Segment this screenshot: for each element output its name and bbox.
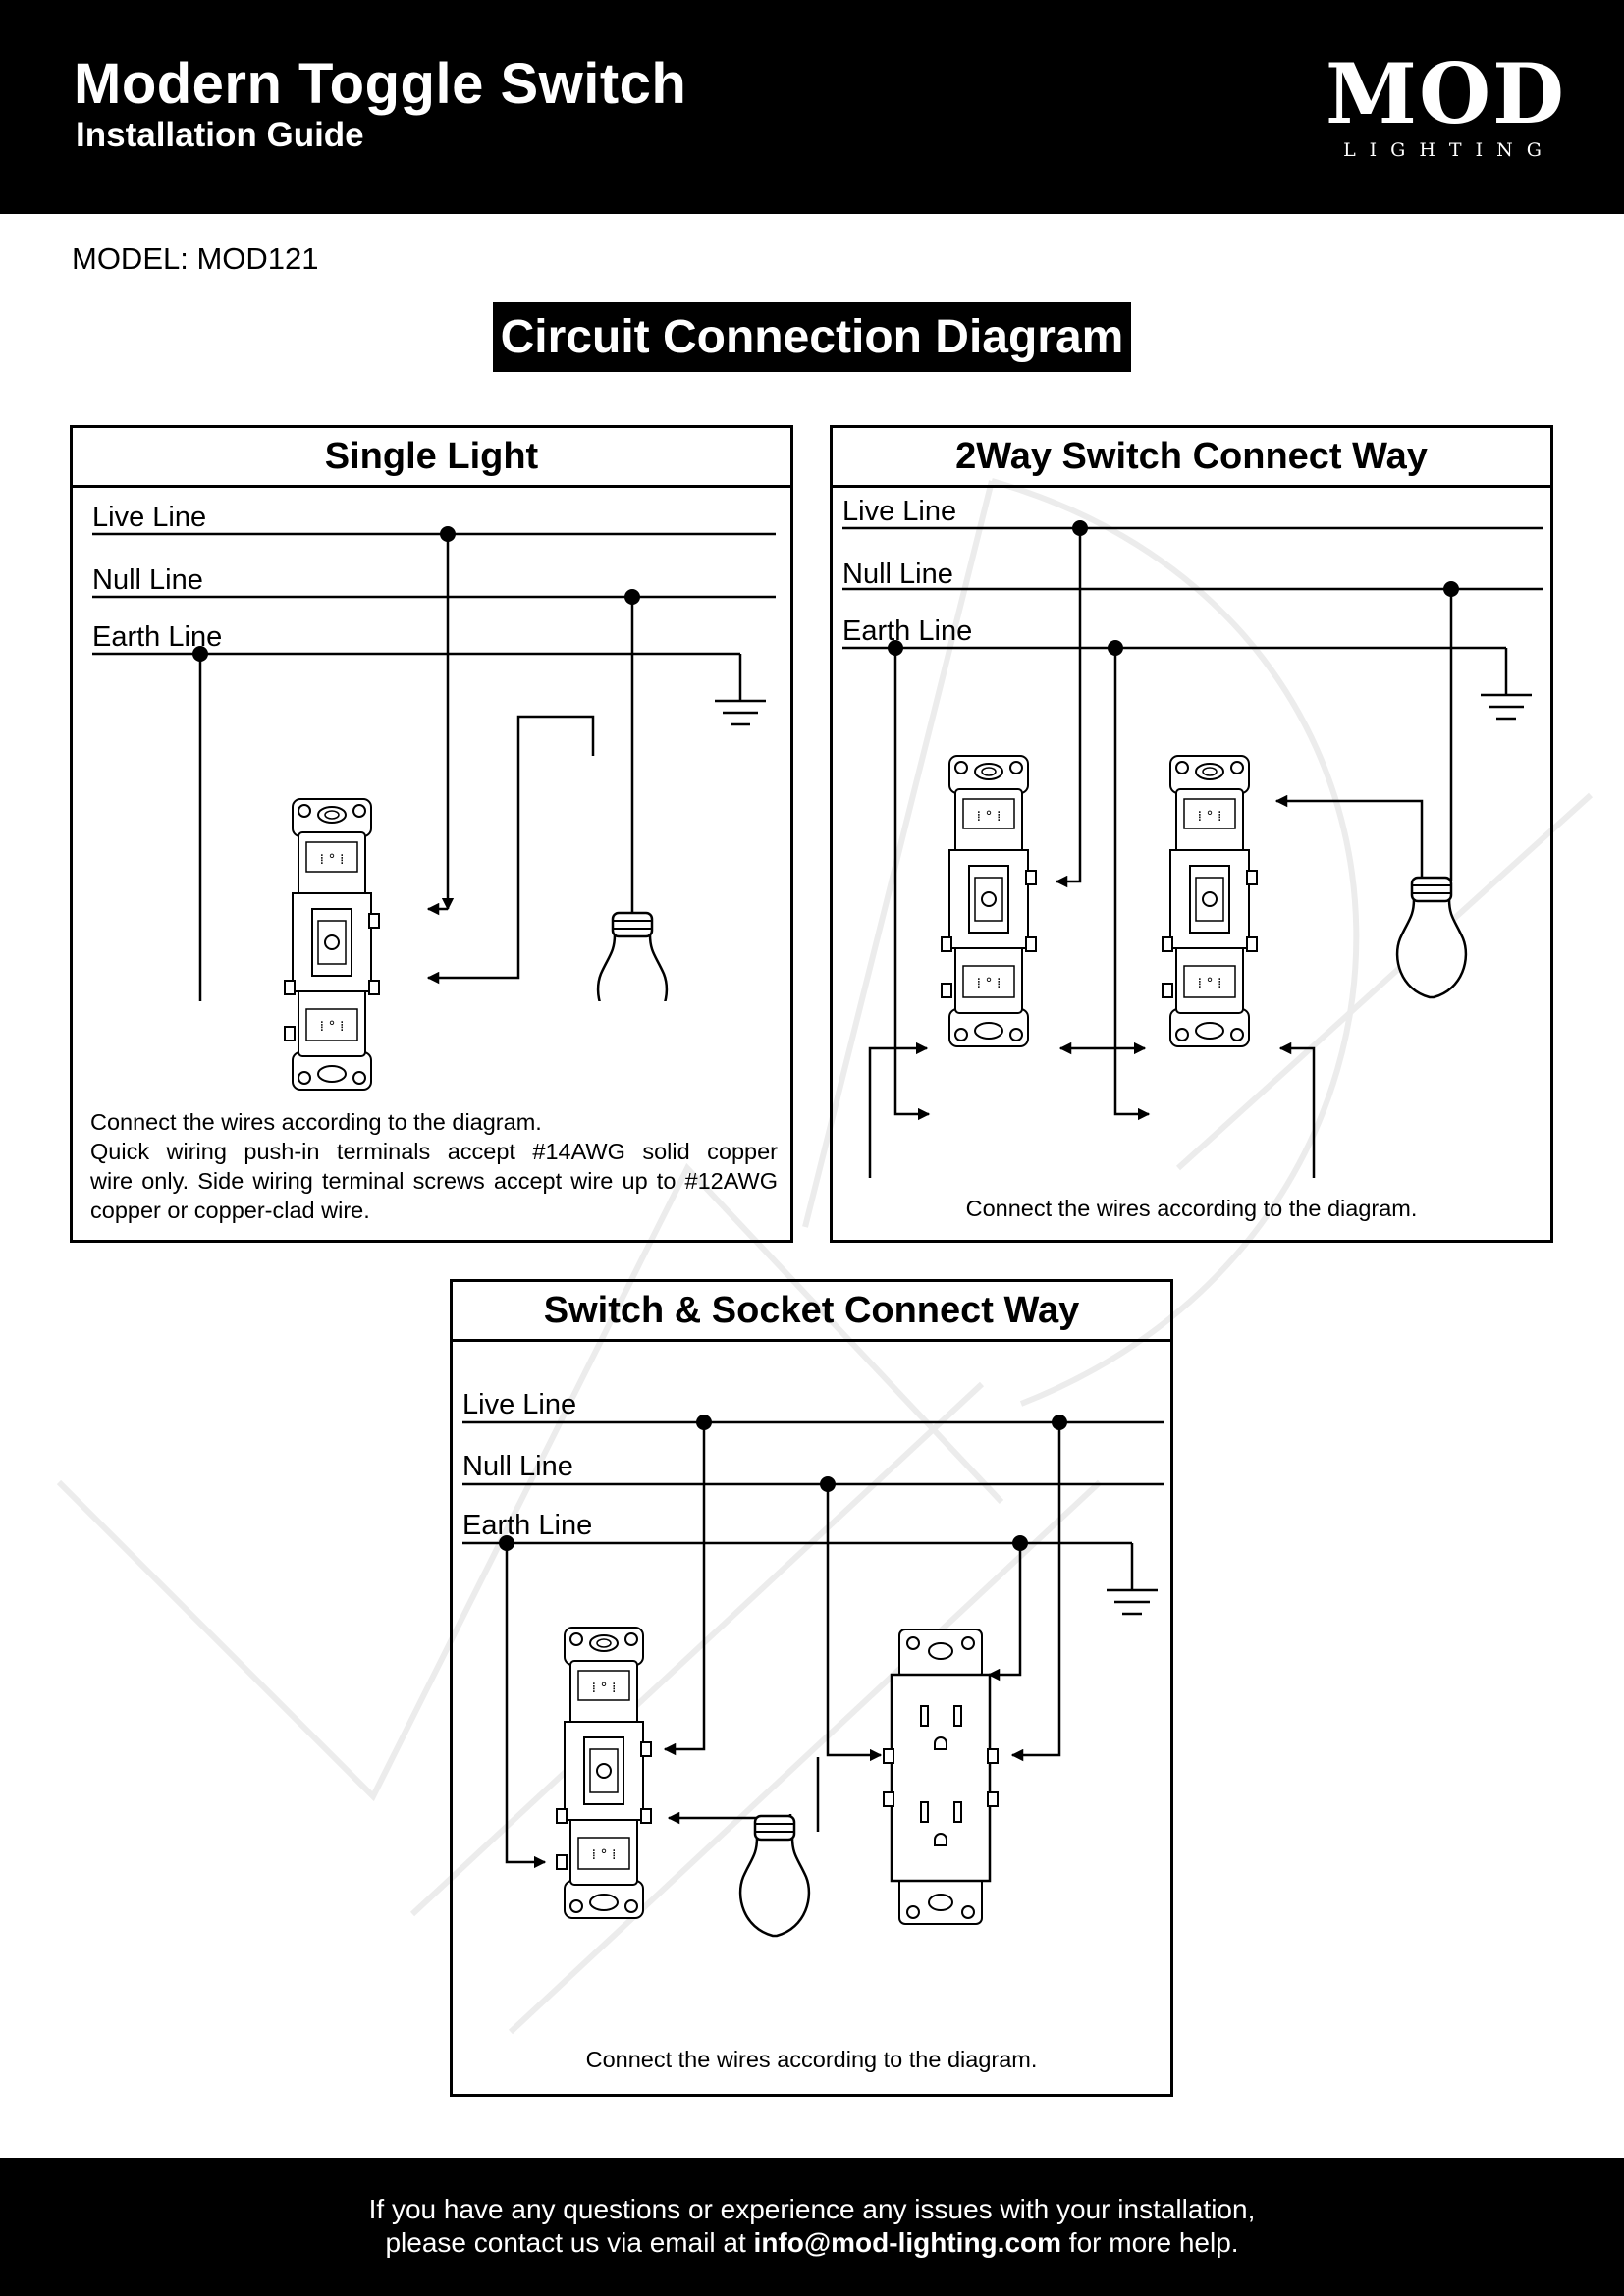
toggle-switch-icon-1 — [941, 755, 1037, 1047]
live-line-label: Live Line — [842, 496, 956, 527]
model-number: MODEL: MOD121 — [72, 241, 319, 276]
toggle-switch-icon — [284, 798, 380, 1091]
earth-line-label: Earth Line — [462, 1510, 592, 1541]
header-subtitle: Installation Guide — [76, 116, 364, 154]
ground-symbol — [1105, 1541, 1160, 1616]
light-bulb-icon — [738, 1814, 811, 1938]
caption-line-4: copper or copper-clad wire. — [90, 1198, 370, 1223]
caption-line-2: Quick wiring push-in terminals accept #1… — [90, 1139, 778, 1164]
switch-socket-caption: Connect the wires according to the diagr… — [585, 2047, 1038, 2072]
ground-symbol — [1479, 646, 1534, 721]
ground-symbol — [713, 652, 768, 726]
footer-text-post: for more help. — [1061, 2227, 1239, 2258]
panel-title-single-light: Single Light — [73, 428, 790, 488]
toggle-switch-icon-2 — [1162, 755, 1258, 1047]
light-bulb-icon — [1395, 876, 1468, 999]
two-way-caption: Connect the wires according to the diagr… — [965, 1196, 1418, 1221]
panel-switch-socket: Switch & Socket Connect Way Live Line Nu… — [450, 1279, 1173, 2097]
caption-line-1: Connect the wires according to the diagr… — [90, 1109, 542, 1135]
null-line-label: Null Line — [842, 559, 953, 590]
logo-sub-text: LIGHTING — [1343, 139, 1555, 161]
null-line-label: Null Line — [462, 1451, 573, 1482]
earth-line-label: Earth Line — [842, 615, 972, 647]
wall-socket-icon — [882, 1628, 1000, 1926]
panel-title-switch-socket: Switch & Socket Connect Way — [453, 1282, 1170, 1342]
live-line-label: Live Line — [92, 502, 206, 533]
support-email-link[interactable]: info@mod-lighting.com — [753, 2227, 1062, 2258]
single-light-caption: Connect the wires according to the diagr… — [90, 1107, 778, 1225]
panel-two-way-switch: 2Way Switch Connect Way Live Line Null L… — [830, 425, 1553, 1243]
single-light-bulb-wires — [436, 899, 632, 1135]
footer-line-2: please contact us via email at info@mod-… — [0, 2226, 1624, 2260]
single-light-wiring-diagram: Live Line Null Line Earth Line — [92, 502, 776, 1001]
switch-socket-wiring-diagram: Live Line Null Line Earth Line — [462, 1389, 1164, 1869]
panel-single-light: Single Light Live Line Null Line Earth L… — [70, 425, 793, 1243]
page-footer: If you have any questions or experience … — [0, 2158, 1624, 2296]
caption-line-3: wire only. Side wiring terminal screws a… — [90, 1168, 778, 1194]
footer-line-1: If you have any questions or experience … — [368, 2194, 1256, 2224]
null-line-label: Null Line — [92, 564, 203, 596]
two-way-wiring-diagram: Live Line Null Line Earth Line — [842, 496, 1543, 1178]
toggle-switch-icon — [556, 1627, 652, 1919]
brand-logo: MOD LIGHTING — [1326, 45, 1566, 162]
logo-main-text: MOD — [1326, 45, 1566, 142]
page-header: Modern Toggle Switch Installation Guide … — [0, 0, 1624, 214]
section-title: Circuit Connection Diagram — [493, 302, 1131, 372]
live-line-label: Live Line — [462, 1389, 576, 1420]
header-title: Modern Toggle Switch — [74, 52, 687, 116]
panel-title-two-way: 2Way Switch Connect Way — [833, 428, 1550, 488]
footer-text-pre: please contact us via email at — [385, 2227, 754, 2258]
